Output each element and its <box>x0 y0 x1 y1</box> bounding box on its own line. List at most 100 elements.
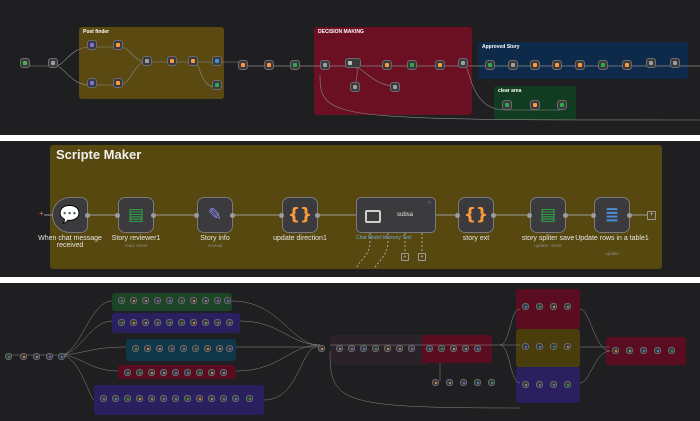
workflow-node[interactable] <box>640 347 647 354</box>
workflow-node[interactable] <box>130 297 137 304</box>
workflow-node[interactable] <box>350 82 360 92</box>
workflow-node[interactable] <box>612 347 619 354</box>
workflow-node[interactable] <box>670 58 680 68</box>
workflow-node[interactable] <box>192 345 199 352</box>
workflow-node[interactable] <box>168 345 175 352</box>
workflow-node[interactable] <box>172 369 179 376</box>
workflow-node[interactable] <box>100 395 107 402</box>
workflow-node[interactable] <box>142 297 149 304</box>
workflow-node[interactable] <box>246 395 253 402</box>
workflow-node[interactable] <box>167 56 177 66</box>
workflow-node[interactable] <box>148 395 155 402</box>
workflow-node[interactable] <box>360 345 367 352</box>
workflow-node[interactable] <box>462 345 469 352</box>
workflow-node[interactable] <box>390 82 400 92</box>
workflow-node[interactable] <box>668 347 675 354</box>
workflow-node[interactable] <box>485 60 495 70</box>
workflow-node[interactable] <box>458 58 468 68</box>
workflow-node[interactable] <box>488 379 495 386</box>
workflow-node[interactable] <box>372 345 379 352</box>
node-output-port[interactable] <box>315 212 320 218</box>
workflow-node[interactable] <box>214 319 221 326</box>
workflow-node[interactable] <box>575 60 585 70</box>
workflow-node[interactable] <box>536 381 543 388</box>
workflow-node[interactable] <box>522 381 529 388</box>
workflow-node[interactable] <box>160 369 167 376</box>
node-input-port[interactable] <box>194 212 199 218</box>
workflow-node[interactable] <box>178 297 185 304</box>
workflow-node[interactable] <box>530 60 540 70</box>
node-output-port[interactable] <box>491 212 496 218</box>
workflow-node[interactable] <box>142 56 152 66</box>
workflow-node[interactable] <box>148 369 155 376</box>
workflow-node[interactable] <box>384 345 391 352</box>
node-input-port[interactable] <box>115 212 120 218</box>
workflow-node[interactable] <box>232 395 239 402</box>
workflow-node[interactable]: {} <box>458 197 494 233</box>
workflow-node[interactable] <box>172 395 179 402</box>
workflow-node[interactable] <box>142 319 149 326</box>
workflow-node[interactable] <box>202 297 209 304</box>
workflow-node[interactable]: ▤ <box>530 197 566 233</box>
workflow-node[interactable] <box>20 353 27 360</box>
node-input-port[interactable] <box>527 212 532 218</box>
workflow-node[interactable] <box>224 297 231 304</box>
workflow-node[interactable] <box>550 381 557 388</box>
workflow-node[interactable] <box>188 56 198 66</box>
add-tool-button[interactable]: + <box>418 253 426 261</box>
workflow-node[interactable] <box>320 60 330 70</box>
workflow-node[interactable] <box>214 297 221 304</box>
workflow-node[interactable] <box>87 40 97 50</box>
workflow-node[interactable] <box>154 297 161 304</box>
workflow-node[interactable] <box>166 319 173 326</box>
workflow-node[interactable] <box>550 303 557 310</box>
workflow-node[interactable] <box>212 56 222 66</box>
workflow-node[interactable] <box>166 297 173 304</box>
workflow-node[interactable]: ≣ <box>594 197 630 233</box>
workflow-node[interactable] <box>396 345 403 352</box>
workflow-node[interactable] <box>318 345 325 352</box>
workflow-node[interactable] <box>522 343 529 350</box>
workflow-node[interactable] <box>132 345 139 352</box>
workflow-node[interactable] <box>160 395 167 402</box>
workflow-node[interactable] <box>156 345 163 352</box>
workflow-node[interactable] <box>626 347 633 354</box>
workflow-node[interactable] <box>530 100 540 110</box>
add-node-plus[interactable]: + <box>39 209 44 218</box>
workflow-node[interactable] <box>290 60 300 70</box>
workflow-node[interactable] <box>212 80 222 90</box>
workflow-node[interactable] <box>446 379 453 386</box>
workflow-node[interactable] <box>426 345 433 352</box>
workflow-node[interactable] <box>536 343 543 350</box>
workflow-node[interactable] <box>432 379 439 386</box>
workflow-node[interactable] <box>508 60 518 70</box>
workflow-node[interactable] <box>598 60 608 70</box>
workflow-node[interactable] <box>204 345 211 352</box>
workflow-node[interactable] <box>238 60 248 70</box>
workflow-node[interactable] <box>112 395 119 402</box>
workflow-node[interactable] <box>87 78 97 88</box>
workflow-node[interactable] <box>154 319 161 326</box>
workflow-node[interactable] <box>202 319 209 326</box>
workflow-canvas-bottom[interactable] <box>0 283 700 421</box>
workflow-node[interactable] <box>136 395 143 402</box>
workflow-node[interactable] <box>184 369 191 376</box>
workflow-node[interactable] <box>196 369 203 376</box>
workflow-node[interactable] <box>564 381 571 388</box>
workflow-node[interactable]: ✎ <box>197 197 233 233</box>
add-tool-button[interactable]: + <box>401 253 409 261</box>
node-output-port[interactable] <box>85 212 90 218</box>
add-node-button[interactable]: + <box>647 211 656 220</box>
workflow-node[interactable] <box>336 345 343 352</box>
workflow-node[interactable] <box>144 345 151 352</box>
workflow-node[interactable] <box>190 297 197 304</box>
workflow-node[interactable] <box>460 379 467 386</box>
workflow-node[interactable] <box>124 395 131 402</box>
workflow-canvas-scripte-maker[interactable]: Scripte Maker + 💬When chat message recei… <box>0 141 700 277</box>
node-input-port[interactable] <box>455 212 460 218</box>
workflow-node[interactable] <box>382 60 392 70</box>
workflow-node[interactable] <box>136 369 143 376</box>
workflow-node[interactable] <box>220 369 227 376</box>
workflow-node[interactable] <box>345 58 361 68</box>
workflow-node[interactable] <box>622 60 632 70</box>
